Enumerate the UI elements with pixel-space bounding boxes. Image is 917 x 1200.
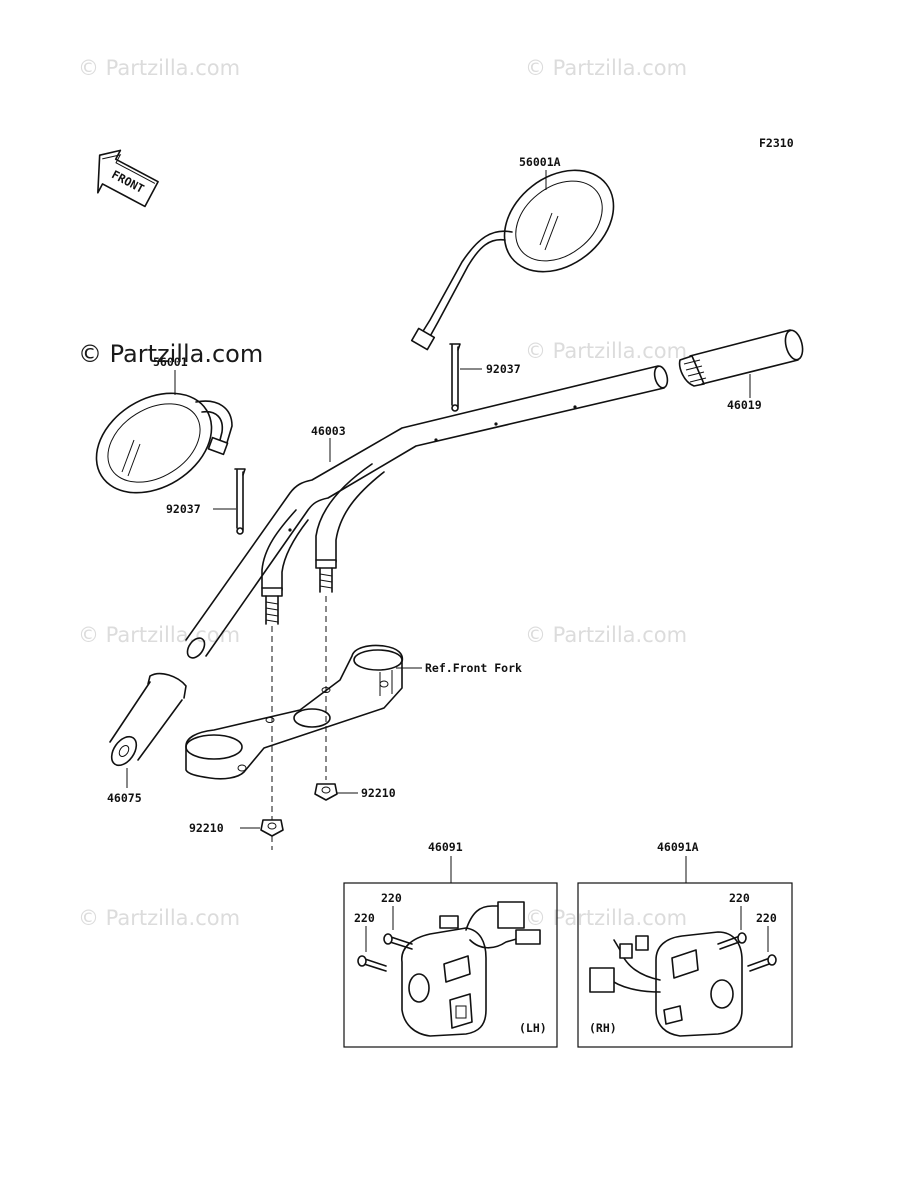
part-label-220-lh-a: 220 xyxy=(381,891,402,905)
part-label-46091A: 46091A xyxy=(657,840,699,854)
part-label-220-lh-b: 220 xyxy=(354,911,375,925)
watermark-text: © Partzilla.com xyxy=(78,623,240,647)
lh-tag: (LH) xyxy=(519,1021,547,1035)
front-arrow-icon: FRONT xyxy=(97,149,159,208)
rh-screw-b xyxy=(747,954,777,972)
rh-switch-box xyxy=(577,882,793,1048)
rh-switch-housing xyxy=(589,931,743,1037)
lh-screw-a xyxy=(383,933,413,950)
handlebar xyxy=(185,365,669,659)
band-lower xyxy=(234,468,246,535)
part-label-46075: 46075 xyxy=(107,791,142,805)
rh-screw-a xyxy=(717,932,747,950)
rh-tag: (RH) xyxy=(589,1021,617,1035)
watermark-text: © Partzilla.com xyxy=(525,56,687,80)
ref-front-fork-label: Ref.Front Fork xyxy=(425,661,522,675)
nut-left xyxy=(260,819,284,837)
right-mirror xyxy=(410,169,615,351)
watermark-text: © Partzilla.com xyxy=(78,56,240,80)
part-label-56001: 56001 xyxy=(153,355,188,369)
watermark-text: © Partzilla.com xyxy=(525,623,687,647)
watermarks: © Partzilla.com © Partzilla.com © Partzi… xyxy=(78,56,687,930)
handlebar-holder xyxy=(185,644,404,780)
part-label-46019: 46019 xyxy=(727,398,762,412)
left-grip xyxy=(109,672,187,767)
lh-switch-box xyxy=(343,882,558,1048)
right-grip xyxy=(678,329,804,387)
watermark-text: © Partzilla.com xyxy=(78,906,240,930)
part-label-56001A: 56001A xyxy=(519,155,561,169)
watermark-text: © Partzilla.com xyxy=(525,339,687,363)
part-label-220-rh-b: 220 xyxy=(756,911,777,925)
left-mirror xyxy=(95,392,233,494)
band-upper xyxy=(449,343,461,412)
part-label-92037-upper: 92037 xyxy=(486,362,521,376)
part-label-220-rh-a: 220 xyxy=(729,891,750,905)
part-label-92037-lower: 92037 xyxy=(166,502,201,516)
part-label-46003: 46003 xyxy=(311,424,346,438)
watermark-strong-text: © Partzilla.com xyxy=(78,340,263,368)
part-label-92210-right: 92210 xyxy=(361,786,396,800)
watermark-text: © Partzilla.com xyxy=(525,906,687,930)
lh-screw-b xyxy=(357,955,387,972)
lh-switch-housing xyxy=(401,901,541,1037)
part-label-46091: 46091 xyxy=(428,840,463,854)
part-label-92210-left: 92210 xyxy=(189,821,224,835)
diagram-code: F2310 xyxy=(759,136,794,150)
nut-right xyxy=(314,783,338,801)
